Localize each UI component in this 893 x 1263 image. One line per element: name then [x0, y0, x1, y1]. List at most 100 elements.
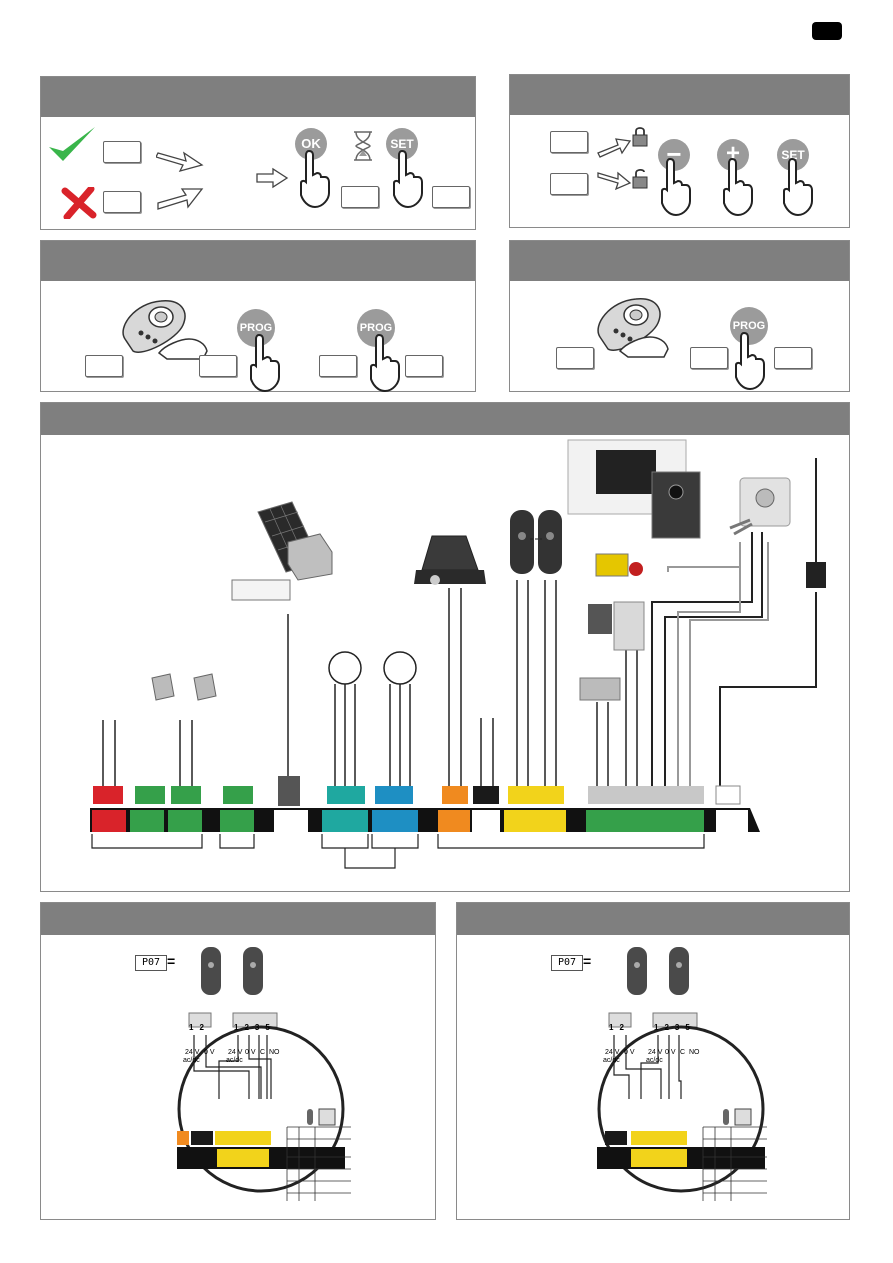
panel-header	[41, 403, 849, 435]
mini-table	[702, 1108, 767, 1201]
panel-header	[457, 903, 849, 935]
display-box	[432, 186, 470, 208]
panel-lock: − + SET	[509, 74, 850, 228]
terminal-num: 1	[609, 1023, 620, 1032]
lock-closed-icon	[632, 127, 648, 147]
warning-lamp-icon	[414, 535, 486, 585]
label-c: C	[260, 1049, 266, 1056]
hand-pointer-icon	[661, 157, 691, 217]
arrow-icon	[597, 171, 632, 191]
display-box	[199, 355, 237, 377]
equals-sign: =	[167, 953, 176, 969]
solar-panel-icon	[257, 501, 333, 581]
terminal-nums-right: 1235	[234, 1023, 276, 1032]
panel-header	[41, 77, 475, 117]
equals-sign: =	[583, 953, 592, 969]
terminal-nums-left: 12	[189, 1023, 210, 1032]
display-box	[85, 355, 123, 377]
display-box	[405, 355, 443, 377]
display-box	[550, 173, 588, 195]
key-selector-icon	[729, 477, 791, 536]
panel-header	[510, 75, 849, 115]
label-24v: 24 V	[228, 1049, 243, 1056]
label-0v: 0 V	[624, 1049, 635, 1056]
label-acdc: ac/dc	[646, 1057, 663, 1064]
cross-icon	[61, 187, 97, 219]
key-icon	[151, 673, 217, 701]
label-0v: 0 V	[665, 1049, 676, 1056]
label-c: C	[680, 1049, 686, 1056]
remote-control-icon	[597, 298, 669, 358]
terminal-num: 2	[244, 1023, 255, 1032]
terminal-num: 1	[654, 1023, 665, 1032]
terminal-num: 3	[674, 1023, 686, 1032]
label-acdc: ac/dc	[226, 1057, 243, 1064]
display-box	[556, 347, 594, 369]
hand-pointer-icon	[723, 157, 753, 217]
display-box	[774, 347, 812, 369]
terminal-blocks	[93, 776, 741, 806]
photocell-icon	[201, 947, 263, 995]
terminal-wiring-detail	[177, 1012, 345, 1193]
panel-wiring-detail-right: P07 = 12 1235 24 V ac/dc 0 V 24 V ac/dc …	[456, 902, 850, 1220]
label-24v: 24 V	[605, 1049, 620, 1056]
emergency-stop-icon	[595, 553, 643, 577]
photocell-icon	[510, 510, 562, 574]
label-0v: 0 V	[204, 1049, 215, 1056]
terminal-num: 2	[664, 1023, 675, 1032]
remote-control-icon	[122, 300, 208, 360]
terminal-num: 2	[199, 1023, 210, 1032]
hand-pointer-icon	[300, 149, 330, 209]
display-code: P07	[551, 955, 583, 971]
terminal-num: 5	[685, 1023, 696, 1032]
loop-detector-b	[383, 651, 417, 685]
terminal-wiring-detail	[597, 1012, 765, 1193]
hand-pointer-icon	[735, 331, 765, 391]
label-0v: 0 V	[245, 1049, 256, 1056]
check-icon	[49, 127, 95, 161]
panel-header	[510, 241, 849, 281]
label-24v: 24 V	[185, 1049, 200, 1056]
mini-table	[286, 1108, 351, 1201]
display-box	[103, 141, 141, 163]
arrow-icon	[156, 151, 204, 173]
electric-lock-icon	[579, 677, 621, 701]
display-box	[341, 186, 379, 208]
hand-pointer-icon	[783, 157, 813, 217]
label-no: NO	[269, 1049, 280, 1056]
radio-receiver-icon	[588, 601, 645, 651]
terminal-num: 3	[254, 1023, 266, 1032]
label-acdc: ac/dc	[183, 1057, 200, 1064]
hand-pointer-icon	[393, 149, 423, 209]
terminal-nums-left: 12	[609, 1023, 630, 1032]
prog-button[interactable]: PROG	[730, 307, 768, 345]
arrow-icon	[157, 188, 204, 210]
display-box	[550, 131, 588, 153]
panel-header	[41, 241, 475, 281]
arrow-icon	[597, 138, 632, 158]
label-no: NO	[689, 1049, 700, 1056]
terminal-num: 2	[619, 1023, 630, 1032]
loop-detector-a	[328, 651, 362, 685]
display-code: P07	[135, 955, 167, 971]
battery-box-icon	[231, 579, 291, 601]
terminal-num: 1	[234, 1023, 245, 1032]
terminal-nums-right: 1235	[654, 1023, 696, 1032]
prog-button[interactable]: PROG	[237, 309, 275, 347]
panel-remote-prog-2: PROG	[509, 240, 850, 392]
wiring-diagram	[90, 439, 826, 869]
display-box	[690, 347, 728, 369]
hourglass-icon	[354, 131, 372, 161]
hand-pointer-icon	[250, 333, 280, 393]
panel-header	[41, 903, 435, 935]
panel-confirm: OK SET	[40, 76, 476, 230]
antenna-icon	[806, 458, 826, 588]
label-acdc: ac/dc	[603, 1057, 620, 1064]
page-number-badge	[812, 22, 842, 40]
intercom-monitor-icon	[567, 439, 701, 539]
hand-pointer-icon	[370, 333, 400, 393]
terminal-num: 5	[265, 1023, 276, 1032]
display-box	[319, 355, 357, 377]
label-24v: 24 V	[648, 1049, 663, 1056]
photocell-icon	[627, 947, 689, 995]
